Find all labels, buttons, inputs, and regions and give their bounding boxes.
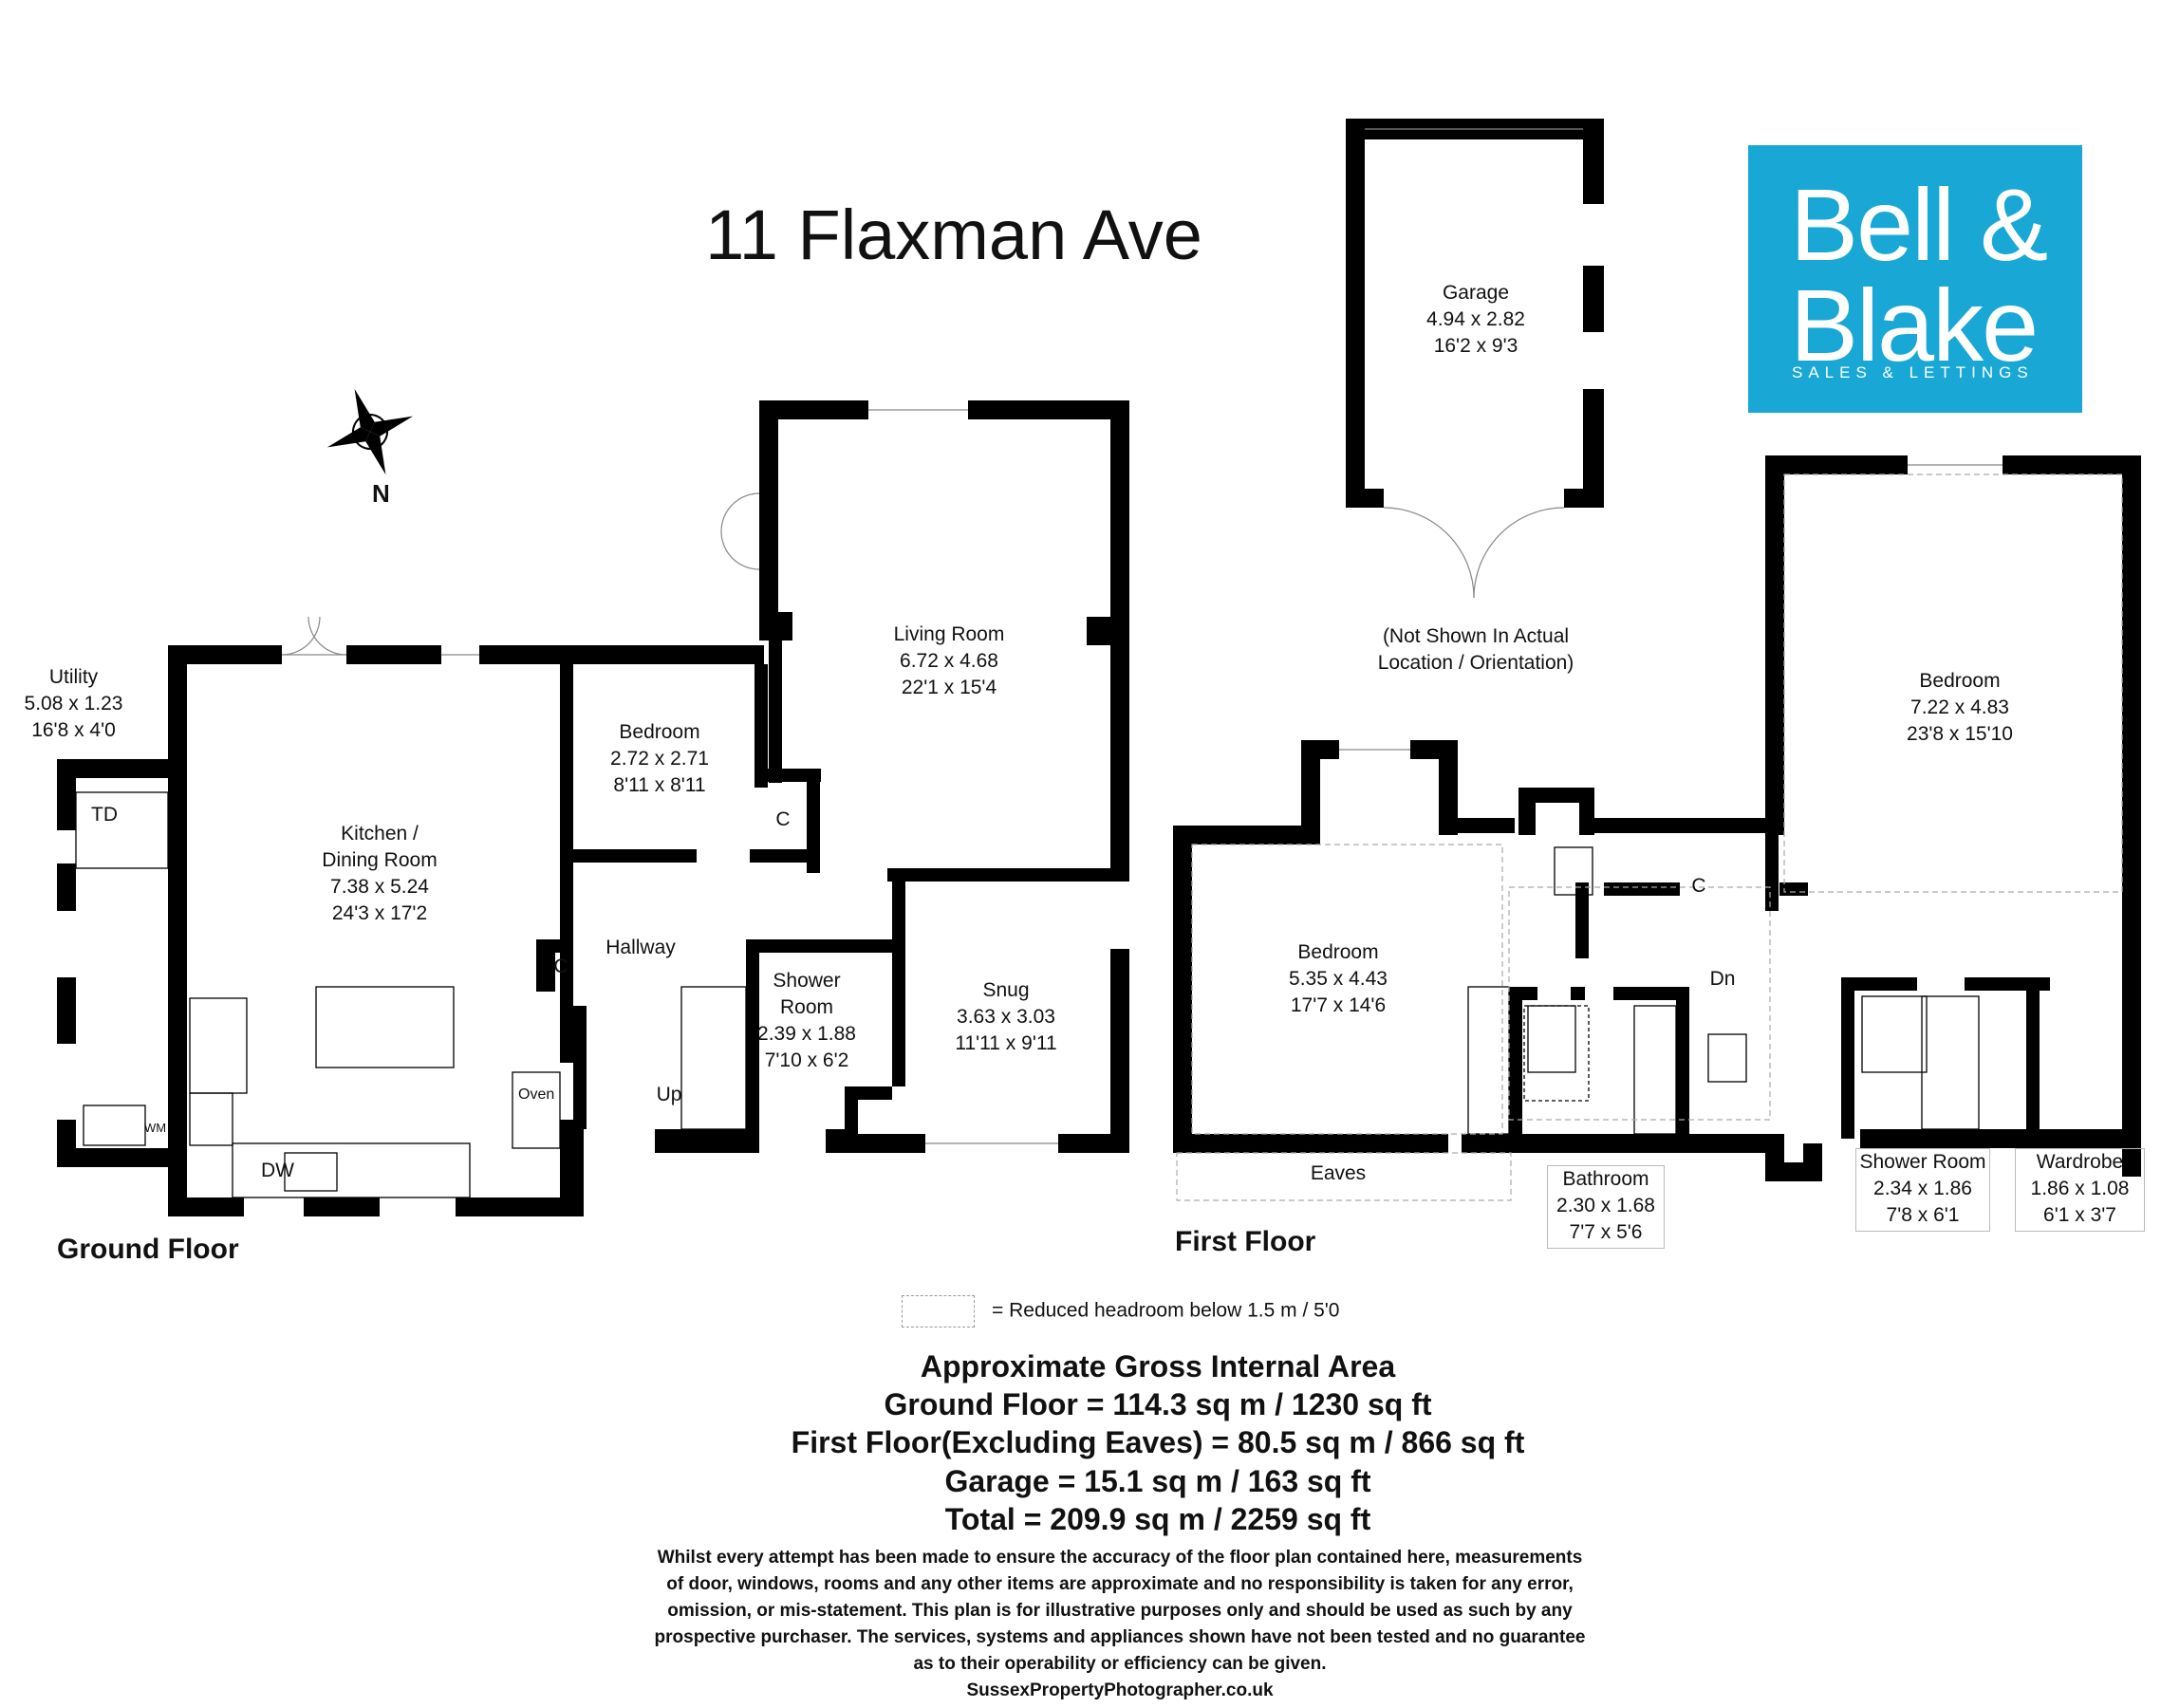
room-name: Utility: [48, 666, 99, 688]
room-shower-ground: Shower Room 2.39 x 1.88 7'10 x 6'2: [750, 968, 864, 1074]
room-kitchen-dining: Kitchen / Dining Room 7.38 x 5.24 24'3 x…: [294, 821, 465, 927]
disclaimer: Whilst every attempt has been made to en…: [636, 1545, 1604, 1704]
first-floor-label: First Floor: [1175, 1226, 1316, 1257]
oven-label: Oven: [518, 1086, 555, 1103]
room-wardrobe: Wardrobe 1.86 x 1.08 6'1 x 3'7: [2015, 1148, 2145, 1232]
room-snug: Snug 3.63 x 3.03 11'11 x 9'11: [935, 977, 1077, 1057]
room-bathroom: Bathroom 2.30 x 1.68 7'7 x 5'6: [1547, 1165, 1665, 1249]
headroom-legend: = Reduced headroom below 1.5 m / 5'0: [902, 1295, 1340, 1327]
disclaimer-line: prospective purchaser. The services, sys…: [654, 1627, 1586, 1647]
room-bedroom-first-right: Bedroom 7.22 x 4.83 23'8 x 15'10: [1884, 668, 2036, 748]
area-ground: Ground Floor = 114.3 sq m / 1230 sq ft: [884, 1387, 1432, 1421]
room-imperial: 11'11 x 9'11: [955, 1032, 1057, 1054]
note-line1: (Not Shown In Actual: [1382, 625, 1570, 647]
disclaimer-line: of door, windows, rooms and any other it…: [666, 1574, 1574, 1594]
hallway-label: Hallway: [605, 937, 676, 958]
compass-north-label: N: [372, 479, 390, 508]
room-metric: 2.72 x 2.71: [610, 748, 709, 770]
room-name: Bedroom: [619, 721, 700, 743]
stairs-up-label: Up: [656, 1084, 682, 1105]
fixtures: [75, 791, 1980, 1198]
brand-logo: Bell & Blake SALES & LETTINGS: [1748, 145, 2082, 413]
brand-line1: Bell &: [1790, 167, 2048, 282]
photographer-credit: SussexPropertyPhotographer.co.uk: [966, 1680, 1274, 1700]
room-name: Shower: [773, 970, 841, 992]
room-imperial: 7'7 x 5'6: [1569, 1221, 1643, 1243]
cupboard-label-1: C: [775, 808, 791, 830]
room-metric: 5.08 x 1.23: [24, 693, 123, 715]
room-name-2: Room: [779, 996, 834, 1018]
room-imperial: 24'3 x 17'2: [331, 902, 428, 924]
room-imperial: 16'2 x 9'3: [1433, 335, 1518, 357]
room-name: Living Room: [893, 623, 1005, 645]
room-imperial: 6'1 x 3'7: [2043, 1204, 2116, 1226]
room-metric: 1.86 x 1.08: [2030, 1178, 2130, 1199]
area-heading: Approximate Gross Internal Area: [920, 1349, 1396, 1383]
room-bedroom-first-left: Bedroom 5.35 x 4.43 17'7 x 14'6: [1272, 939, 1405, 1019]
area-garage: Garage = 15.1 sq m / 163 sq ft: [944, 1464, 1371, 1498]
legend-text: = Reduced headroom below 1.5 m / 5'0: [992, 1299, 1340, 1322]
room-name: Bathroom: [1562, 1168, 1649, 1190]
area-first: First Floor(Excluding Eaves) = 80.5 sq m…: [791, 1425, 1525, 1459]
dishwasher-label: DW: [261, 1160, 294, 1181]
room-name-2: Dining Room: [322, 849, 438, 871]
room-metric: 7.38 x 5.24: [330, 876, 429, 898]
disclaimer-line: as to their operability or efficiency ca…: [913, 1654, 1327, 1674]
window-openings: [281, 128, 2003, 1144]
washing-machine-label: WM: [144, 1121, 167, 1135]
cupboard-label-2: C: [553, 956, 568, 977]
room-name: Bedroom: [1297, 941, 1379, 963]
room-metric: 6.72 x 4.68: [900, 650, 998, 672]
tumble-dryer-label: TD: [91, 804, 118, 826]
room-name: Wardrobe: [2036, 1151, 2124, 1173]
room-name: Kitchen /: [341, 823, 419, 845]
reduced-headroom-outline: [1176, 473, 2123, 1201]
room-imperial: 23'8 x 15'10: [1907, 723, 2013, 745]
stairs-down-label: Dn: [1709, 968, 1736, 990]
room-metric: 7.22 x 4.83: [1910, 696, 2009, 718]
ground-floor-walls: [57, 400, 1129, 1216]
area-total: Total = 209.9 sq m / 2259 sq ft: [944, 1502, 1371, 1536]
room-living: Living Room 6.72 x 4.68 22'1 x 15'4: [873, 622, 1025, 701]
room-imperial: 16'8 x 4'0: [31, 719, 116, 741]
room-metric: 2.34 x 1.86: [1873, 1178, 1972, 1199]
room-imperial: 17'7 x 14'6: [1290, 994, 1387, 1016]
brand-line2: Blake: [1790, 268, 2039, 382]
room-shower-first: Shower Room 2.34 x 1.86 7'8 x 6'1: [1855, 1148, 1990, 1232]
eaves-label: Eaves: [1310, 1162, 1367, 1184]
room-name: Shower Room: [1859, 1151, 1986, 1173]
room-name: Garage: [1442, 282, 1510, 304]
room-metric: 4.94 x 2.82: [1426, 308, 1525, 330]
room-imperial: 7'10 x 6'2: [764, 1049, 849, 1071]
disclaimer-line: Whilst every attempt has been made to en…: [657, 1548, 1583, 1568]
room-garage: Garage 4.94 x 2.82 16'2 x 9'3: [1405, 280, 1547, 360]
room-bedroom-ground: Bedroom 2.72 x 2.71 8'11 x 8'11: [588, 719, 731, 799]
first-floor-walls: [1173, 455, 2141, 1181]
note-line2: Location / Orientation): [1377, 652, 1574, 674]
cupboard-label-first: C: [1691, 875, 1706, 897]
room-metric: 2.30 x 1.68: [1556, 1195, 1655, 1216]
page-title: 11 Flaxman Ave: [705, 195, 1202, 274]
brand-tagline: SALES & LETTINGS: [1792, 363, 2034, 381]
disclaimer-line: omission, or mis-statement. This plan is…: [667, 1601, 1573, 1621]
room-name: Snug: [982, 979, 1030, 1001]
dashed-box-icon: [902, 1295, 975, 1327]
room-name: Bedroom: [1919, 670, 2001, 692]
room-utility: Utility 5.08 x 1.23 16'8 x 4'0: [9, 664, 138, 744]
room-imperial: 22'1 x 15'4: [901, 677, 997, 698]
compass-rose: [326, 388, 414, 475]
garage-location-note: (Not Shown In Actual Location / Orientat…: [1357, 623, 1594, 677]
room-imperial: 7'8 x 6'1: [1886, 1204, 1960, 1226]
garage-walls: [1346, 119, 1604, 508]
room-metric: 5.35 x 4.43: [1289, 968, 1388, 990]
room-imperial: 8'11 x 8'11: [613, 774, 706, 796]
room-metric: 2.39 x 1.88: [757, 1023, 856, 1045]
room-metric: 3.63 x 3.03: [957, 1006, 1055, 1028]
ground-floor-label: Ground Floor: [57, 1234, 239, 1265]
